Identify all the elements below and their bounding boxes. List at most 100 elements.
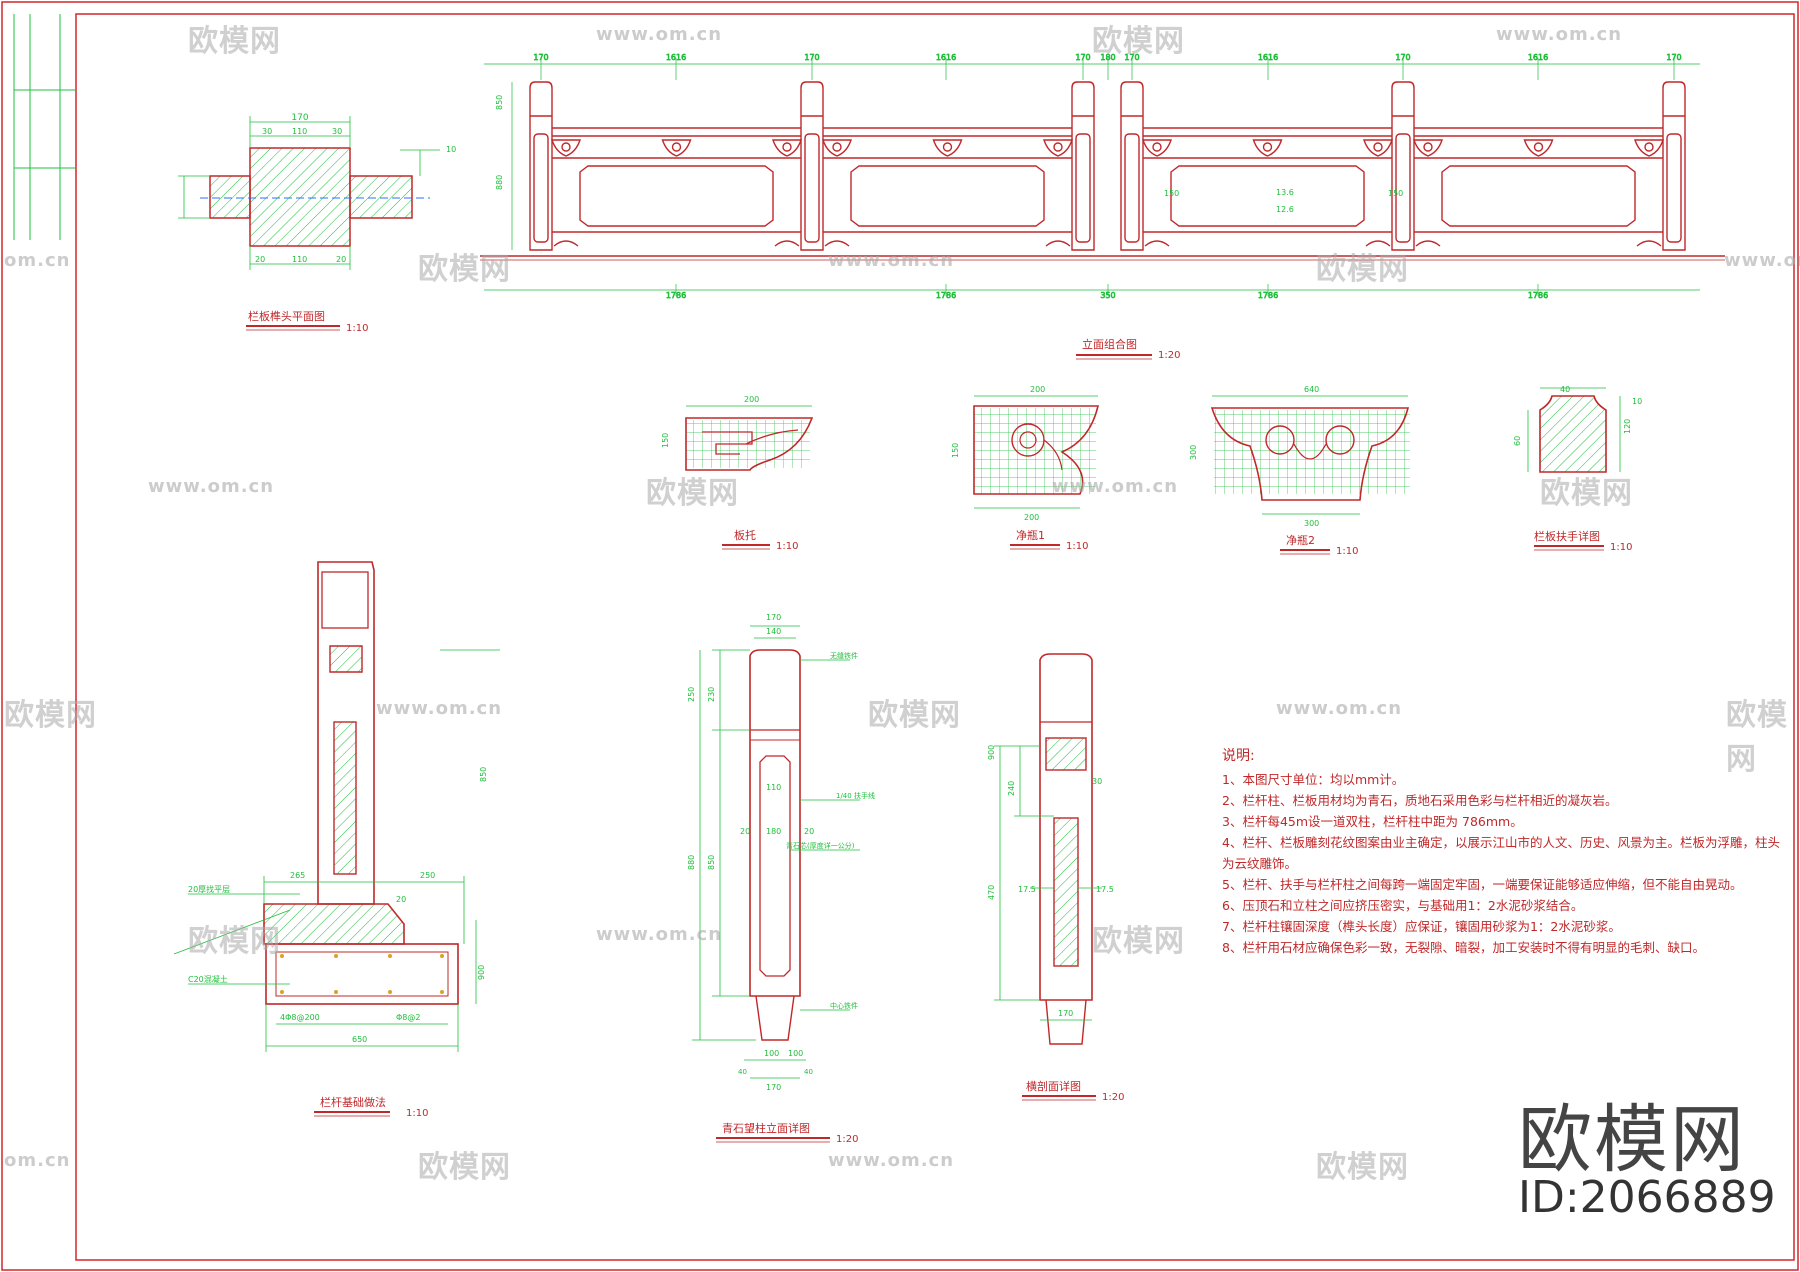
watermark-brand: 欧模网 bbox=[4, 698, 97, 733]
elevation-post bbox=[1120, 81, 1144, 251]
watermark-brand: 欧模网 bbox=[868, 698, 961, 733]
section-dim-1: 900 bbox=[987, 745, 996, 760]
elevation-panel-frame bbox=[850, 165, 1045, 227]
watermark-url: www.om.cn bbox=[1276, 698, 1403, 719]
watermark-url: www.om.cn bbox=[596, 924, 723, 945]
elevation-post-panel bbox=[1075, 133, 1091, 243]
section-dim-4: 17.5 bbox=[1018, 885, 1036, 894]
section-scale: 1:20 bbox=[1102, 1092, 1124, 1103]
watermark-brand: 欧模网 bbox=[1092, 24, 1185, 59]
post-dim-bot-4: 40 bbox=[738, 1068, 747, 1076]
watermark-url: www.om.cn bbox=[596, 24, 723, 45]
joint-dim-width: 170 bbox=[291, 113, 308, 123]
watermark-id: ID:2066889 bbox=[1518, 1172, 1776, 1223]
watermark-url: www.om.cn bbox=[1724, 250, 1800, 271]
elevation-title: 立面组合图 bbox=[1082, 337, 1137, 351]
elevation-dim-bottom: 350 bbox=[1100, 291, 1115, 300]
elevation-panel-frame bbox=[579, 165, 774, 227]
joint-dim-a: 30 bbox=[262, 127, 272, 136]
watermark-brand: 欧模网 bbox=[1316, 252, 1409, 287]
foundation-dim-right: 250 bbox=[420, 871, 435, 880]
elevation-dim-left-2: 880 bbox=[495, 175, 504, 190]
elevation-bracket bbox=[822, 139, 852, 157]
elevation-post bbox=[529, 81, 553, 251]
title-strip bbox=[13, 14, 76, 240]
elevation-bracket-scroll bbox=[671, 142, 682, 152]
elevation-post-panel bbox=[1666, 133, 1682, 243]
joint-dim-e: 110 bbox=[292, 255, 307, 264]
note-item: 8、栏杆用石材应确保色彩一致，无裂隙、暗裂，加工安装时不得有明显的毛刺、缺口。 bbox=[1222, 940, 1705, 955]
foundation-dim-height: 850 bbox=[479, 767, 488, 782]
watermark-url: www.om.cn bbox=[1052, 476, 1179, 497]
post-elevation-detail: 170 140 250 230 850 880 100 100 170 40 4… bbox=[687, 613, 875, 1145]
elevation-post bbox=[800, 81, 824, 251]
foundation-dim-step: 20 bbox=[396, 895, 406, 904]
elevation-panel-dim-3: 150 bbox=[1164, 189, 1179, 198]
foundation-dim-left: 265 bbox=[290, 871, 305, 880]
note-item: 7、栏杆柱镶固深度（榫头长度）应保证，镶固用砂浆为1：2水泥砂浆。 bbox=[1222, 919, 1621, 934]
elevation-bracket bbox=[1523, 139, 1554, 157]
elevation-bracket bbox=[1142, 139, 1172, 157]
post-dim-top-2: 140 bbox=[766, 627, 781, 636]
watermark-url: www.om.cn bbox=[1496, 24, 1623, 45]
bracket-2-detail: 200 150 200 净瓶1 1:10 bbox=[951, 385, 1100, 552]
elevation-foot-bracket bbox=[824, 240, 850, 247]
post-dim-side-2: 230 bbox=[707, 687, 716, 702]
elevation-bracket-scroll bbox=[782, 142, 792, 152]
bracket-2-dim-height: 150 bbox=[951, 443, 960, 458]
foundation-scale: 1:10 bbox=[406, 1108, 428, 1119]
elevation-bracket-scroll bbox=[1644, 142, 1654, 152]
elevation-foot-bracket bbox=[1636, 240, 1662, 247]
elevation-dim-bottom: 1786 bbox=[936, 291, 956, 300]
note-item: 5、栏杆、扶手与栏杆柱之间每跨一端固定牢固，一端要保证能够适应伸缩，但不能自由晃… bbox=[1222, 877, 1743, 892]
bracket-1-dim-height: 150 bbox=[661, 433, 670, 448]
bracket-1-dim-width: 200 bbox=[744, 395, 759, 404]
foundation-note-concrete: C20混凝土 bbox=[188, 974, 228, 984]
watermark-url: om.cn bbox=[4, 1150, 71, 1171]
foundation-dim-width: 650 bbox=[352, 1035, 367, 1044]
section-dim-6: 30 bbox=[1092, 777, 1102, 786]
post-dim-bot-3: 170 bbox=[766, 1083, 781, 1092]
foundation-rebar-b: Φ8@2 bbox=[396, 1013, 420, 1022]
joint-dim-d: 20 bbox=[255, 255, 265, 264]
handrail-title: 栏板扶手详图 bbox=[1534, 529, 1600, 543]
design-notes: 说明: 1、本图尺寸单位：均以mm计。 2、栏杆柱、栏板用材均为青石，质地石采用… bbox=[1222, 746, 1792, 958]
post-dim-side-3: 850 bbox=[707, 855, 716, 870]
joint-dim-b: 110 bbox=[292, 127, 307, 136]
elevation-bracket bbox=[1413, 139, 1443, 157]
elevation-bracket-scroll bbox=[1423, 142, 1433, 152]
bracket-2-scale: 1:10 bbox=[1066, 541, 1088, 552]
bracket-1-title: 板托 bbox=[734, 528, 756, 542]
post-note-bottom: 中心铁件 bbox=[830, 1001, 858, 1010]
post-scale: 1:20 bbox=[836, 1134, 858, 1145]
post-dim-bot-1: 100 bbox=[764, 1049, 779, 1058]
watermark-brand: 欧模网 bbox=[418, 1150, 511, 1185]
elevation-dim-bottom: 1786 bbox=[1528, 291, 1548, 300]
elevation-foot-bracket bbox=[774, 240, 800, 247]
section-dim-7: 170 bbox=[1058, 1009, 1073, 1018]
note-item: 6、压顶石和立柱之间应挤压密实，与基础用1：2水泥砂浆结合。 bbox=[1222, 898, 1584, 913]
elevation-bracket bbox=[1634, 139, 1664, 157]
watermark-logo-text: 欧模网 bbox=[1518, 1097, 1746, 1183]
post-note-core: 青石芯(厚度详一公分) bbox=[786, 841, 855, 850]
foundation-rebar-a: 4Φ8@200 bbox=[280, 1013, 320, 1022]
elevation-panel-dim-1: 13.6 bbox=[1276, 188, 1294, 197]
elevation-scale: 1:20 bbox=[1158, 350, 1180, 361]
elevation-dim-top: 1616 bbox=[1528, 53, 1548, 62]
note-item: 3、栏杆每45m设一道双柱，栏杆柱中距为 786mm。 bbox=[1222, 814, 1523, 829]
post-dim-inner-3: 20 bbox=[740, 827, 750, 836]
post-dim-side-1: 250 bbox=[687, 687, 696, 702]
elevation-bracket bbox=[1363, 139, 1393, 157]
post-title: 青石望柱立面详图 bbox=[722, 1121, 810, 1135]
cross-section-detail: 900 240 470 17.5 17.5 30 170 横剖面详图 1:20 bbox=[987, 653, 1124, 1103]
elevation-dim-top: 170 bbox=[804, 53, 819, 62]
post-note-rail: 1/40 扶手线 bbox=[836, 791, 875, 800]
elevation-post bbox=[1662, 81, 1686, 251]
elevation-bracket-scroll bbox=[561, 142, 571, 152]
bracket-3-dim-bottom: 300 bbox=[1304, 519, 1319, 528]
foundation-dim-depth: 900 bbox=[477, 965, 486, 980]
watermark-brand: 欧模网 bbox=[188, 924, 281, 959]
elevation-dim-bottom: 1786 bbox=[1258, 291, 1278, 300]
handrail-dim-a: 40 bbox=[1560, 385, 1570, 394]
